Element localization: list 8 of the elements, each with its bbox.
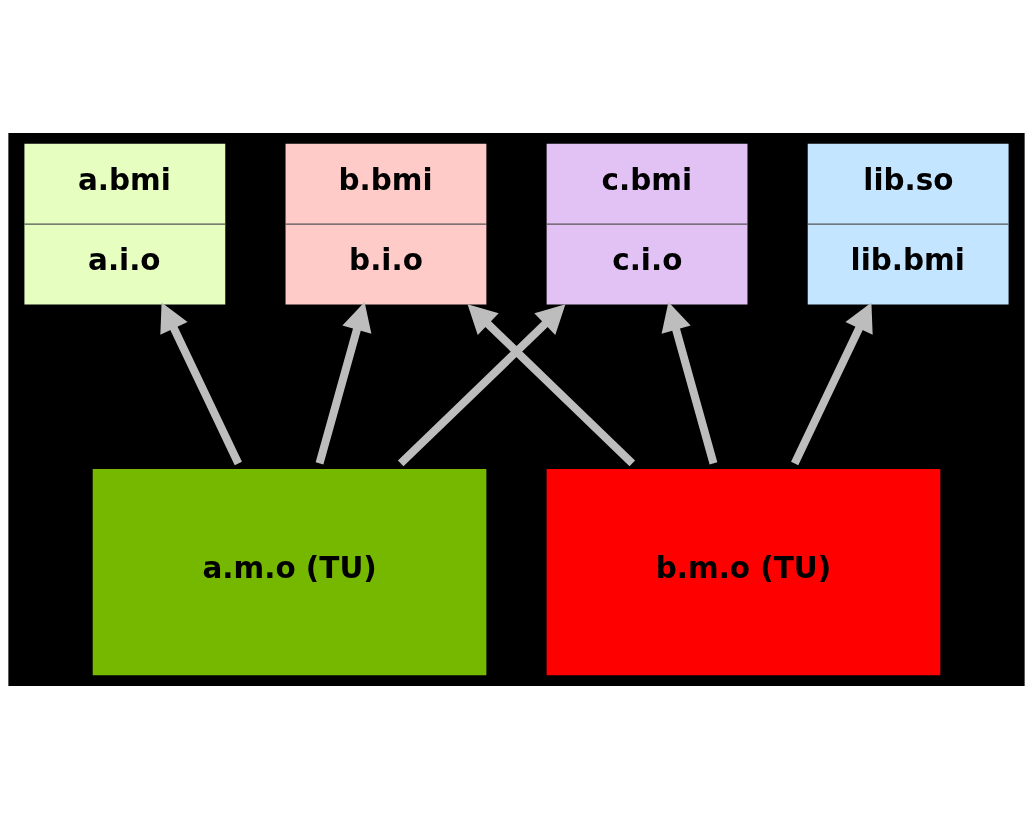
- arrow: [315, 301, 372, 465]
- arrow: [791, 302, 873, 466]
- node-box: b.m.o (TU): [546, 469, 941, 676]
- arrow: [160, 302, 242, 466]
- arrow: [397, 304, 566, 467]
- arrow: [661, 301, 718, 465]
- node-box: a.m.o (TU): [92, 469, 487, 676]
- arrow: [467, 304, 636, 467]
